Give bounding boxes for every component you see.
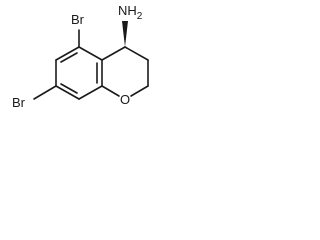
- bromine-label-bottom: Br: [12, 95, 26, 110]
- chemical-structure-diagram: NH2 Br Br O: [12, 3, 149, 110]
- ring-bond-c7-c8: [55, 85, 80, 100]
- ring-bond-c8-c8a: [78, 85, 103, 100]
- amine-wedge-bond: [122, 21, 128, 47]
- ring-bond-c4a-c5: [78, 46, 103, 61]
- ring-bond-c4a-c4: [101, 46, 126, 61]
- ring-bond-c4-c3: [124, 46, 149, 61]
- amine-subscript: 2: [137, 11, 143, 22]
- substituent-bonds: [33, 21, 128, 100]
- ring-bond-c2-o1: [130, 85, 149, 97]
- ring-double-bond-c5-c6: [60, 52, 78, 63]
- aromatic-ring: [55, 46, 103, 100]
- bromine-label-top: Br: [71, 12, 85, 27]
- pyran-ring: [101, 46, 149, 97]
- bond-c7-br: [33, 85, 57, 100]
- amine-label-text: NH: [118, 3, 137, 18]
- ring-bond-c5-c6: [55, 46, 80, 61]
- ring-bond-o1-c8a: [101, 85, 120, 97]
- oxygen-label: O: [120, 92, 130, 107]
- ring-double-bond-c7-c8: [60, 83, 78, 94]
- amine-label: NH2: [118, 3, 143, 22]
